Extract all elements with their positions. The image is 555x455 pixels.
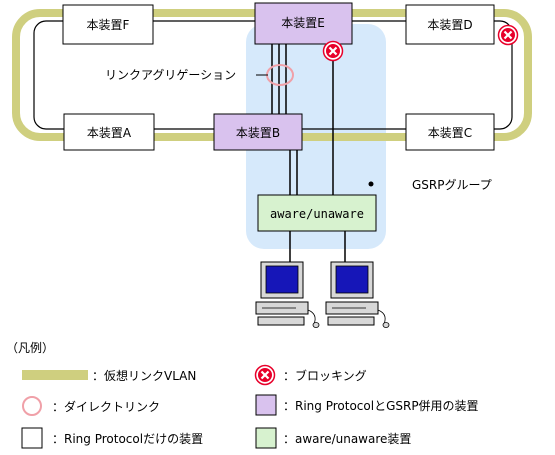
device-b: 本装置B (213, 113, 303, 151)
device-e: 本装置E (254, 2, 353, 45)
gsrp-group-dot (368, 181, 374, 187)
device-a: 本装置A (63, 113, 155, 151)
link-aggregation-label: リンクアグリゲーション (105, 68, 236, 82)
legend-ring-only-swatch (21, 427, 43, 449)
blocking-icon (497, 24, 519, 46)
legend-ring-only-label: ：Ring Protocolだけの装置 (52, 432, 203, 446)
legend-ring-gsrp-swatch (255, 394, 277, 416)
device-f-label: 本装置F (87, 18, 130, 32)
device-f: 本装置F (62, 4, 154, 45)
device-c: 本装置C (405, 113, 495, 151)
device-e-label: 本装置E (281, 16, 325, 30)
aware-device: aware/unaware (257, 194, 377, 232)
device-b-label: 本装置B (236, 126, 280, 140)
device-c-label: 本装置C (428, 126, 472, 140)
legend-direct-link-label: ：ダイレクトリンク (52, 399, 160, 414)
legend-title: （凡例） (6, 341, 54, 355)
legend-virtual-link-swatch (22, 370, 88, 380)
legend-ring-gsrp-label: ：Ring ProtocolとGSRP併用の装置 (283, 399, 479, 413)
gsrp-group-label: GSRPグループ (412, 178, 492, 192)
legend-virtual-link-label: ：仮想リンクVLAN (92, 368, 196, 383)
device-d-label: 本装置D (427, 18, 472, 32)
aware-device-label: aware/unaware (270, 207, 364, 221)
legend-direct-link-icon (22, 396, 42, 416)
legend-aware-label: ：aware/unaware装置 (283, 432, 411, 446)
computer-icon (255, 261, 320, 328)
device-a-label: 本装置A (87, 126, 132, 140)
legend-blocking-label: ：ブロッキング (283, 368, 367, 383)
legend-aware-swatch (255, 427, 277, 449)
blocking-icon (322, 40, 344, 62)
legend-blocking-icon (254, 364, 276, 386)
computer-icon (325, 261, 390, 328)
device-d: 本装置D (405, 4, 495, 45)
